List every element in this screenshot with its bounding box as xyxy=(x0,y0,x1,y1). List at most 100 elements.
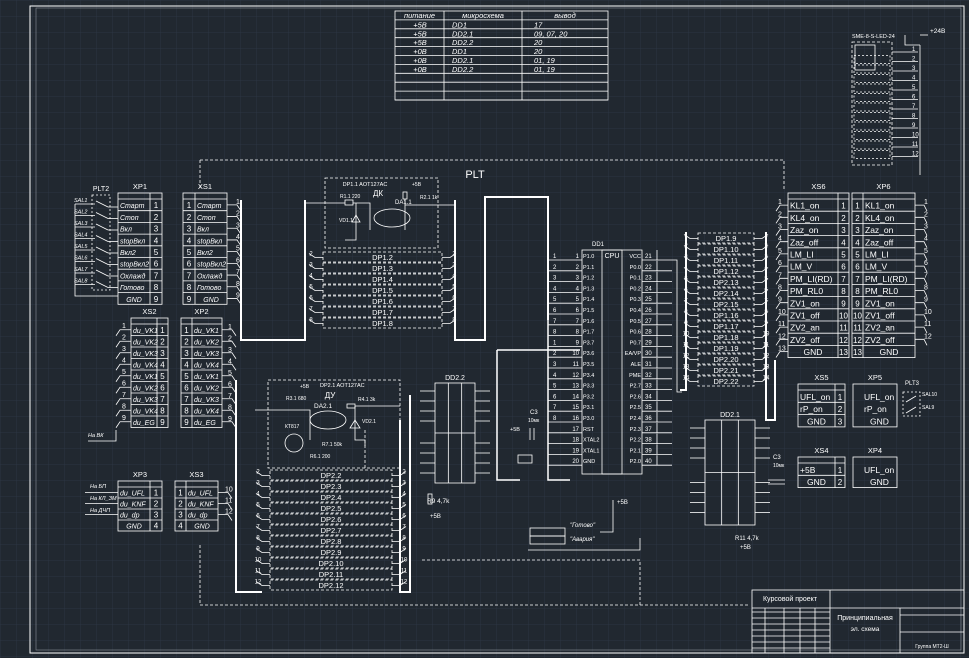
wire-number: 4 xyxy=(402,492,406,498)
lead-wire xyxy=(115,386,131,394)
connector-pin-label: Вкл2 xyxy=(120,250,136,257)
wire-number: 6 xyxy=(256,514,260,520)
connector-xp4 xyxy=(852,456,898,489)
lead-wire xyxy=(915,241,928,248)
wire-number: 14 xyxy=(683,376,690,382)
wire-number: 4 xyxy=(553,286,557,292)
wire-number: 1 xyxy=(122,323,126,330)
opto-wire xyxy=(255,537,270,542)
dk-diode-label: VD1.1 xyxy=(339,218,353,224)
connector-pin-label: Стоп xyxy=(120,215,139,222)
wire-number: 5 xyxy=(553,297,557,303)
connector-xs2 xyxy=(130,317,169,428)
power-table-cell: DD2.2 xyxy=(452,38,474,47)
connector-xp2 xyxy=(180,317,223,428)
connector-pin-label: rP_on xyxy=(864,404,887,414)
connector-pin-label: du_VK4 xyxy=(133,409,158,416)
wire-number: 1 xyxy=(778,199,782,206)
connector-title-xs5: XS5 xyxy=(814,373,828,382)
opto-wire xyxy=(683,245,698,250)
capacitor-c3-label: C3 xyxy=(530,410,538,416)
connector-pin-label: Охлажд xyxy=(197,272,222,280)
plt2-label: PLT2 xyxy=(93,186,109,193)
connector-pin-label: GND xyxy=(126,297,142,304)
lead-wire xyxy=(222,340,237,348)
wire-number: 6 xyxy=(778,260,782,267)
supply-wire xyxy=(904,35,920,46)
wire-number: 8 xyxy=(684,310,688,316)
opto-wire xyxy=(255,526,270,531)
connector-pin-label: du_VK4 xyxy=(194,409,219,416)
wire-number: 11 xyxy=(683,343,690,349)
wire-number: 5 xyxy=(452,285,456,291)
connector-pin-label: stopВкл xyxy=(197,238,222,245)
cpu-label: CPU xyxy=(605,253,620,260)
cpu-pin-label: P1.3 xyxy=(583,286,594,292)
lead-wire xyxy=(915,253,928,261)
wire-number: 5 xyxy=(402,503,406,509)
wire-number: 4 xyxy=(452,274,456,280)
valve-slot xyxy=(853,102,891,112)
wire-number: 2 xyxy=(764,244,768,250)
optocoupler-label: DP2.6 xyxy=(321,515,342,524)
optocoupler-label: DP1.4 xyxy=(372,275,393,284)
connector-pin-label: Zaz_off xyxy=(790,237,819,247)
title-block xyxy=(751,589,965,654)
connector-pin-number: 5 xyxy=(841,251,846,260)
opto-wire xyxy=(683,322,698,327)
connector-pin-label: UFL_on xyxy=(800,392,831,402)
switch-label: SAL4 xyxy=(74,233,87,239)
switch-label: SAL9 xyxy=(922,405,934,411)
connector-pin-label: Старт xyxy=(120,203,145,210)
optocoupler-label: DP1.11 xyxy=(714,256,738,265)
wire-number: 13 xyxy=(778,346,786,353)
connector-pin-label: GND xyxy=(807,416,826,426)
connector-title-xs2: XS2 xyxy=(142,307,156,316)
wire-number: 5 xyxy=(924,248,928,255)
cpu-pin-number: 19 xyxy=(572,448,579,454)
wire-number: 8 xyxy=(764,310,768,316)
wire-number: 4 xyxy=(684,266,688,272)
cpu-pin-number: 38 xyxy=(645,438,652,444)
optocoupler-label: DP2.14 xyxy=(713,289,738,298)
opto-wire xyxy=(442,308,457,313)
wire-number: 2 xyxy=(452,252,456,258)
cpu-pin-label: P3.4 xyxy=(583,373,594,379)
optocoupler-dp1 xyxy=(322,295,443,307)
lead-wire xyxy=(115,340,131,348)
wire-number: 6 xyxy=(684,288,688,294)
lead-wire xyxy=(915,265,928,273)
connector-pin-number: 8 xyxy=(855,287,860,296)
cpu-pin-number: 9 xyxy=(576,340,580,346)
label-na-dp: На ДЧП xyxy=(90,508,110,514)
connector-pin-label: LM_V xyxy=(790,262,813,272)
du-part-label: DP2.1 AOT127AC xyxy=(320,383,365,389)
lead-wire xyxy=(218,503,233,510)
lead-wire xyxy=(115,421,131,428)
lead-wire xyxy=(115,363,131,371)
connector-pin-number: 2 xyxy=(838,478,843,487)
optocoupler-dp3 xyxy=(697,232,755,244)
optocoupler-dp1 xyxy=(322,262,443,274)
connector-pin-label: GND xyxy=(804,347,823,357)
lead-wire xyxy=(227,286,242,293)
connector-pin-label: du_VK3 xyxy=(194,397,219,404)
connector-pin-label: du_VK3 xyxy=(133,397,158,404)
lead-wire xyxy=(222,398,237,405)
cpu-pin-number: 24 xyxy=(645,286,652,292)
switch-label: SAL10 xyxy=(922,392,937,398)
wire-number: 8 xyxy=(924,285,928,292)
wire-number: 5 xyxy=(256,503,260,509)
led-alarm-label: "Авария" xyxy=(570,537,595,543)
terminal-number: 8 xyxy=(912,114,916,120)
connector-pin-number: 7 xyxy=(160,395,165,404)
wire-number: 4 xyxy=(228,358,232,365)
lead-wire xyxy=(222,375,237,382)
connector-pin-number: 6 xyxy=(154,260,159,269)
wire-number: 7 xyxy=(228,393,232,400)
lead-wire xyxy=(775,241,788,248)
optocoupler-dp3 xyxy=(697,287,755,299)
plt3-switch-block xyxy=(902,391,921,417)
led-wire xyxy=(600,500,614,533)
